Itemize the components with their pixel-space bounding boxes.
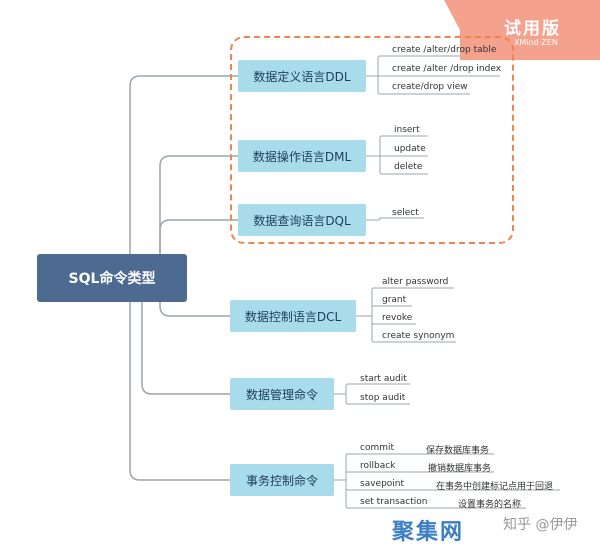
root-node[interactable]: SQL命令类型 [37, 254, 187, 302]
leaf-tx-savepoint-desc: 在事务中创建标记点用于回退 [436, 482, 554, 492]
ribbon-title: 试用版 [504, 19, 561, 39]
leaf-tx-savepoint[interactable]: savepoint [360, 479, 405, 489]
branch-dcl[interactable]: 数据控制语言DCL [230, 300, 356, 332]
branch-dql[interactable]: 数据查询语言DQL [238, 204, 366, 236]
leaf-dml-insert[interactable]: insert [394, 125, 420, 135]
leaf-dml-delete[interactable]: delete [394, 162, 423, 172]
highlight-boundary [230, 36, 514, 244]
leaf-tx-set-transaction-desc: 设置事务的名称 [458, 500, 522, 510]
leaf-mgmt-start-audit[interactable]: start audit [360, 374, 407, 384]
leaf-dcl-alter-password[interactable]: alter password [382, 277, 449, 287]
leaf-ddl-table[interactable]: create /alter/drop table [392, 45, 497, 55]
leaf-tx-commit-desc: 保存数据库事务 [426, 446, 490, 456]
watermark-left: 聚集网 [392, 520, 465, 545]
leaf-ddl-index[interactable]: create /alter /drop index [392, 64, 502, 74]
leaf-dql-select[interactable]: select [392, 208, 419, 218]
leaf-dcl-revoke[interactable]: revoke [382, 313, 413, 323]
watermark-right: 知乎 @伊伊 [503, 517, 578, 533]
leaf-dcl-create-synonym[interactable]: create synonym [382, 331, 455, 341]
leaf-ddl-view[interactable]: create/drop view [392, 82, 468, 92]
trial-ribbon: 试用版 XMind·ZEN [444, 0, 600, 60]
leaf-mgmt-stop-audit[interactable]: stop audit [360, 393, 406, 403]
branch-ddl[interactable]: 数据定义语言DDL [238, 60, 366, 92]
leaf-tx-rollback[interactable]: rollback [360, 461, 396, 471]
leaf-dml-update[interactable]: update [394, 144, 426, 154]
ribbon-subtitle: XMind·ZEN [514, 38, 558, 47]
leaf-tx-commit[interactable]: commit [360, 443, 395, 453]
branch-dml[interactable]: 数据操作语言DML [238, 140, 366, 172]
leaf-tx-rollback-desc: 撤销数据库事务 [428, 464, 492, 474]
leaf-tx-set-transaction[interactable]: set transaction [360, 497, 428, 507]
branch-management[interactable]: 数据管理命令 [230, 378, 334, 410]
leaf-dcl-grant[interactable]: grant [382, 295, 407, 305]
branch-transaction[interactable]: 事务控制命令 [230, 464, 334, 496]
